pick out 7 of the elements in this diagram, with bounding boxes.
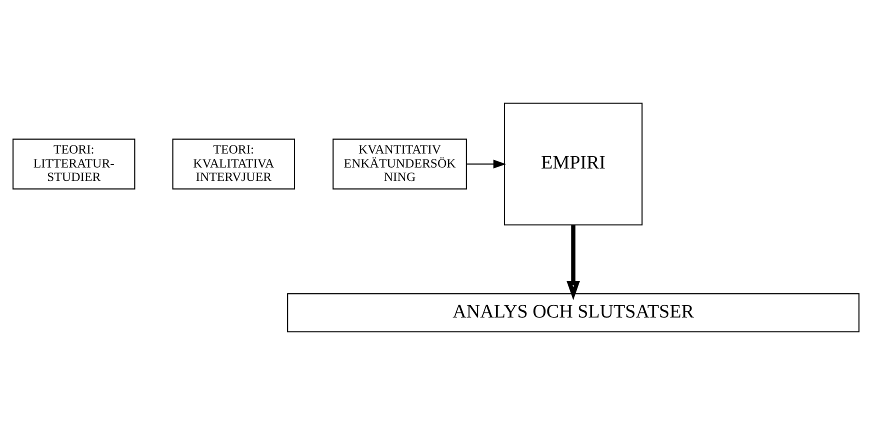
arrow bbox=[466, 159, 506, 168]
node-box: TEORI: LITTERATUR- STUDIER bbox=[12, 138, 136, 189]
node-box: KVANTITATIV ENKÄTUNDERSÖK NING bbox=[332, 138, 467, 189]
node-box: ANALYS OCH SLUTSATSER bbox=[287, 292, 860, 332]
node-box: TEORI: KVALITATIVA INTERVJUER bbox=[172, 138, 296, 189]
node-box: EMPIRI bbox=[504, 102, 643, 225]
arrow bbox=[566, 224, 580, 300]
